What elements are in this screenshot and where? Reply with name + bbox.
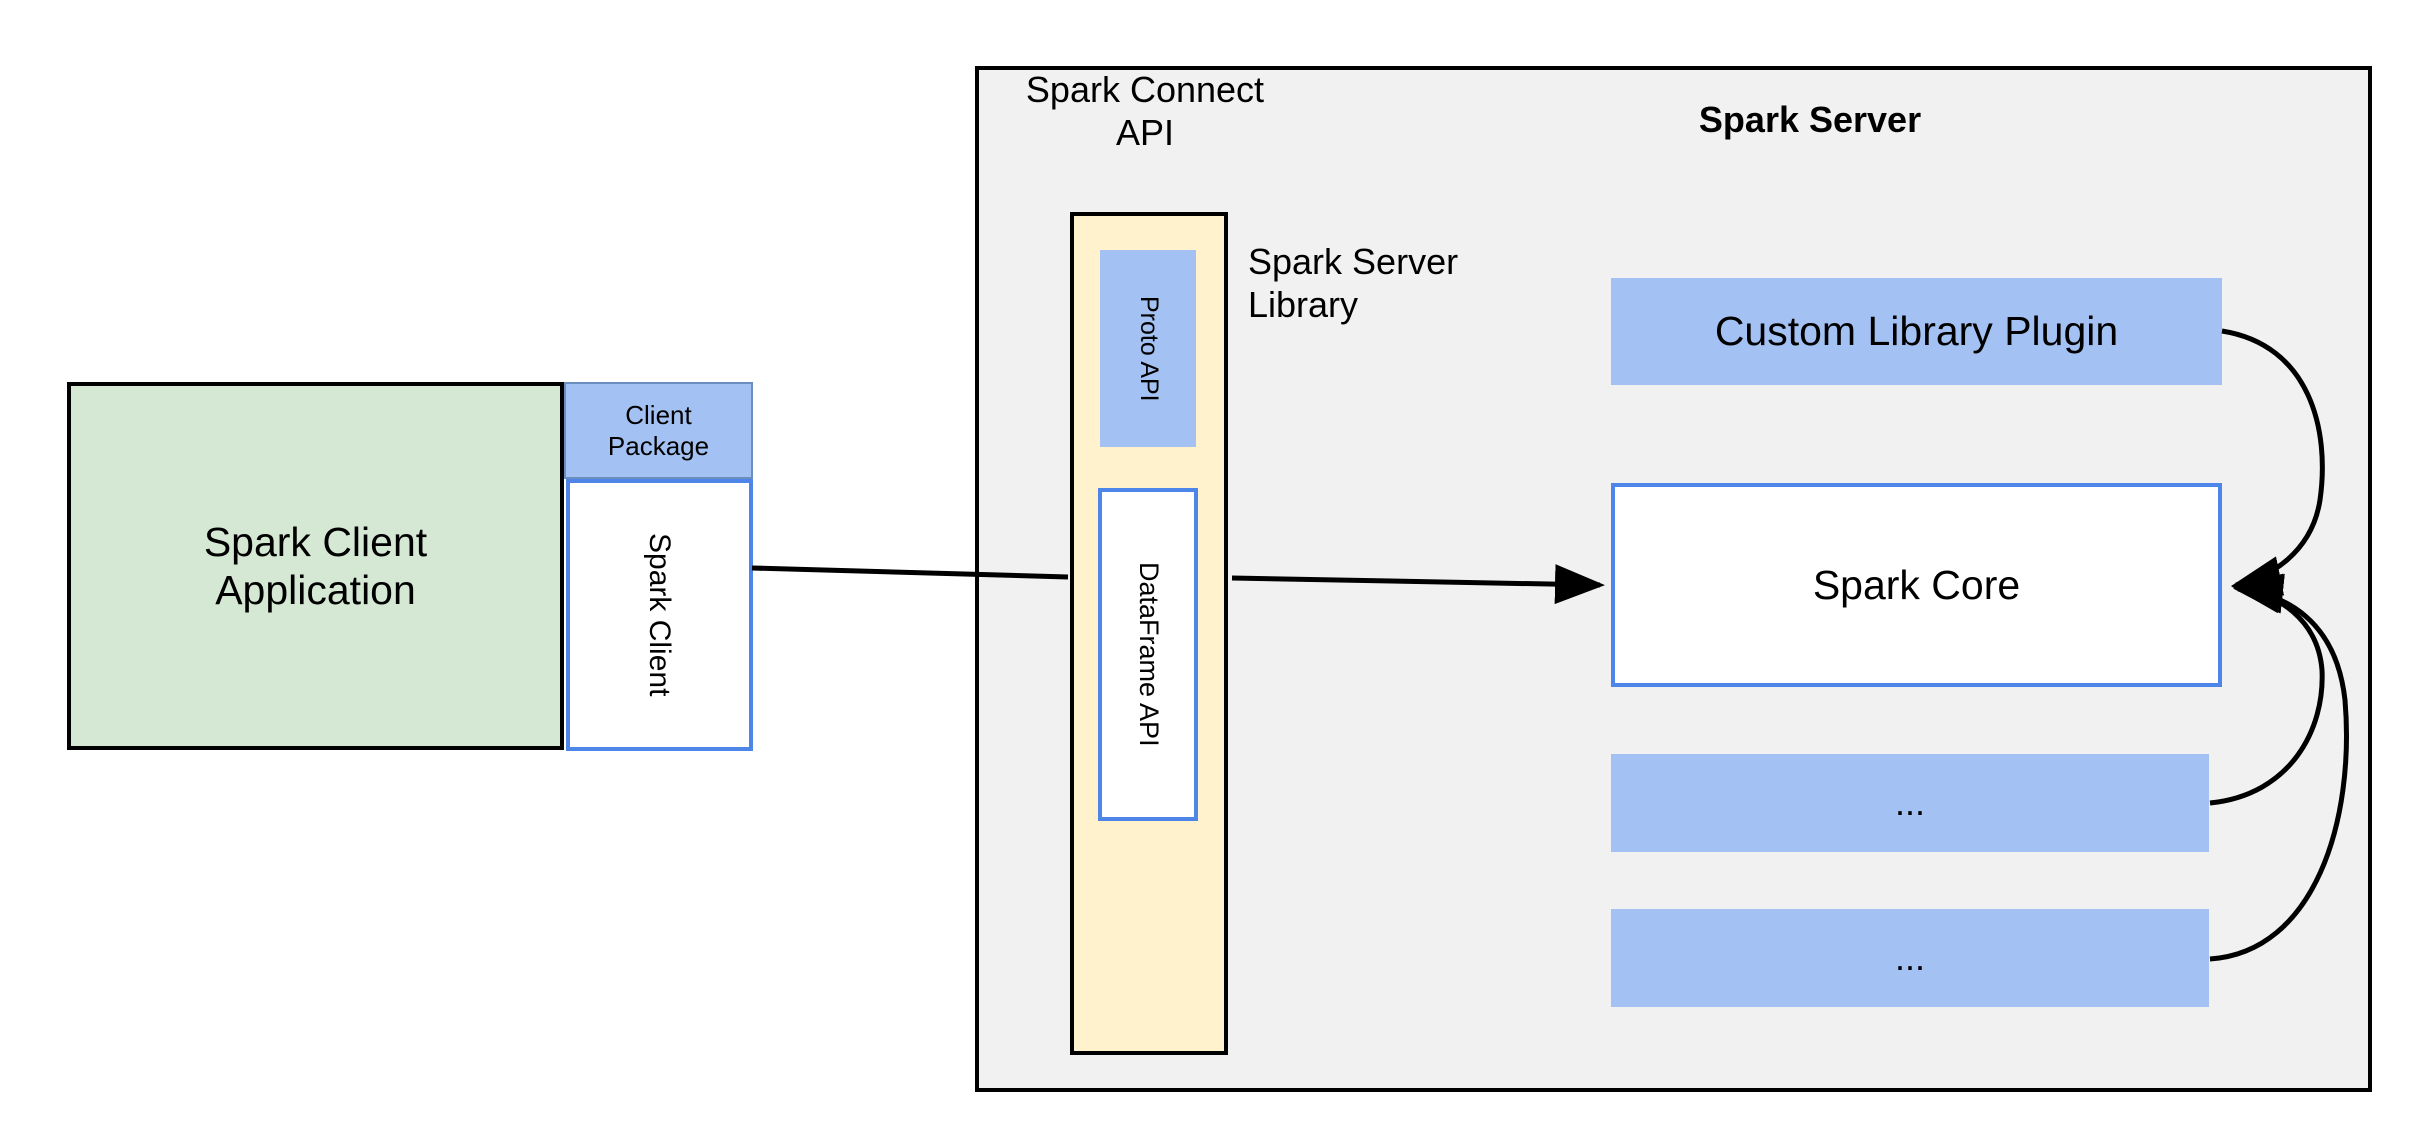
dataframe-api-box[interactable]: DataFrame API (1098, 488, 1198, 821)
custom-library-plugin-box[interactable]: Custom Library Plugin (1611, 278, 2222, 385)
spark-connect-api-label: Spark Connect API (1025, 69, 1265, 154)
ellipsis-box-2[interactable]: ... (1611, 909, 2209, 1007)
custom-library-plugin-label: Custom Library Plugin (1714, 308, 2119, 355)
spark-core-label: Spark Core (1812, 561, 2021, 608)
ellipsis-box-1[interactable]: ... (1611, 754, 2209, 852)
proto-api-label: Proto API (1134, 295, 1163, 402)
client-package-box[interactable]: Client Package (564, 382, 753, 479)
spark-server-library-label: Spark Server Library (1248, 241, 1459, 326)
ellipsis-label-2: ... (1894, 936, 1925, 978)
spark-client-box[interactable]: Spark Client (566, 479, 753, 751)
spark-client-label: Spark Client (643, 533, 677, 697)
ellipsis-label-1: ... (1894, 781, 1925, 823)
spark-core-box[interactable]: Spark Core (1611, 483, 2222, 687)
page-title: Spark Server (1698, 99, 1922, 140)
client-package-label: Client Package (607, 399, 710, 461)
proto-api-box[interactable]: Proto API (1100, 250, 1196, 447)
dataframe-api-label: DataFrame API (1133, 562, 1164, 747)
spark-client-application-label: Spark Client Application (203, 518, 428, 613)
spark-client-application-box[interactable]: Spark Client Application (67, 382, 564, 750)
